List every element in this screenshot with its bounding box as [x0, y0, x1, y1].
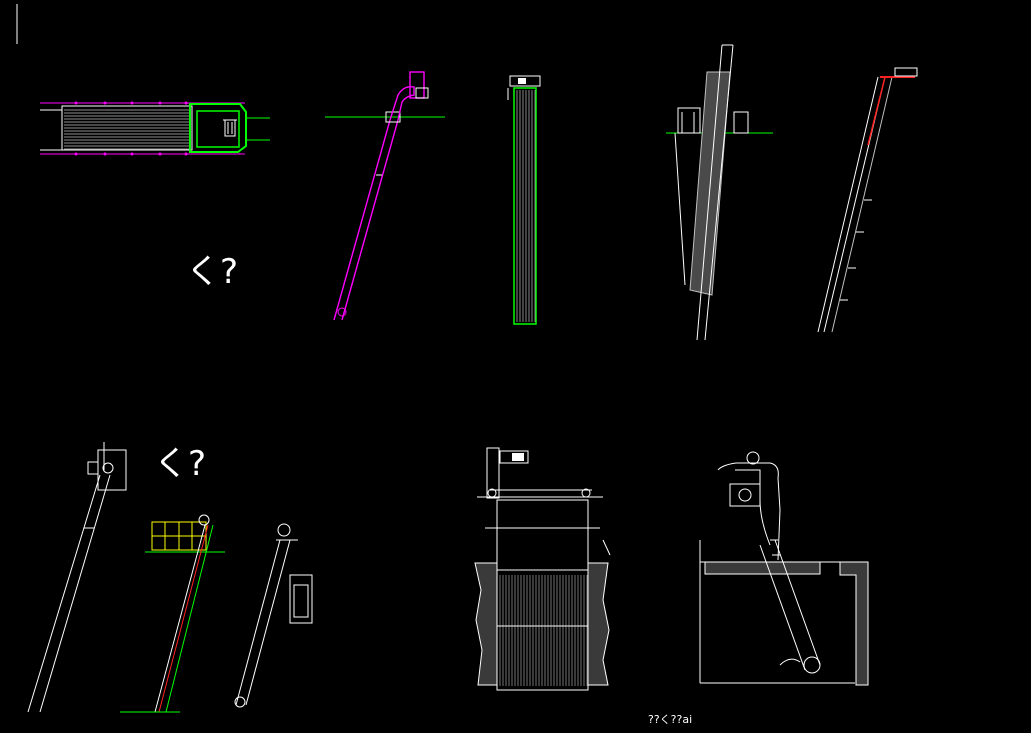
plan-view-drawing [40, 101, 270, 156]
yellow-grid-side-view [120, 514, 225, 713]
red-top-side-view [817, 67, 918, 333]
small-incline-view [234, 523, 313, 708]
hatched-side-view [666, 44, 773, 341]
label-b: く? [154, 444, 206, 484]
magenta-side-view [325, 71, 445, 321]
section-view-drawing [699, 451, 869, 686]
front-elevation-drawing [474, 447, 611, 691]
bottom-left-side-view [27, 442, 127, 713]
front-narrow-view [507, 75, 541, 325]
drawing-caption: ??く??ai [648, 713, 692, 726]
label-a: く? [186, 252, 238, 292]
